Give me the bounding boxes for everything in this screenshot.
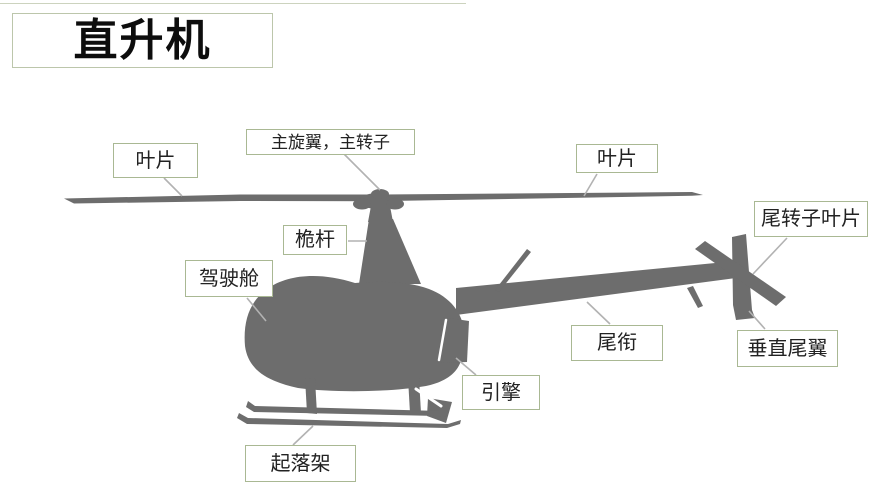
leader-tail-rotor-blades (752, 237, 788, 275)
engine-body-slit (437, 318, 448, 362)
callout-blade-right: 叶片 (576, 144, 658, 173)
leader-landing-gear (292, 425, 314, 446)
skid-strut-front (305, 378, 317, 414)
callout-tail-boom: 尾衔 (571, 325, 663, 361)
fairing-body-slit (414, 387, 443, 408)
callout-blade-left-text: 叶片 (135, 149, 176, 172)
tail-boom-shape (456, 261, 736, 315)
callout-engine: 引擎 (462, 375, 540, 410)
rotor-hub-right-grip (386, 198, 404, 210)
page-title: 直升机 (73, 15, 212, 65)
callout-tail-rotor-blades-text: 尾转子叶片 (761, 208, 861, 230)
callout-landing-gear: 起落架 (245, 445, 356, 482)
slide-edge-line (0, 3, 466, 4)
antenna (495, 249, 531, 292)
tail-rotor-blade-shape (695, 241, 786, 306)
callout-blade-right-text: 叶片 (597, 147, 637, 170)
callout-blade-left: 叶片 (113, 143, 198, 178)
leader-blade-right (583, 173, 598, 197)
callout-vertical-fin: 垂直尾翼 (737, 330, 838, 367)
callout-tail-boom-text: 尾衔 (597, 332, 637, 354)
leader-blade-left (163, 177, 183, 197)
skid-upper (246, 401, 448, 417)
leader-vertical-fin (748, 310, 766, 330)
callout-vertical-fin-text: 垂直尾翼 (747, 337, 828, 360)
callout-main-rotor-text: 主旋翼，主转子 (271, 132, 390, 152)
callout-cockpit: 驾驶舱 (185, 260, 273, 297)
rear-fairing (427, 398, 452, 423)
skid-strut-rear (408, 378, 421, 413)
callout-mast-text: 桅杆 (295, 229, 335, 251)
rotor-hub-top-nub (371, 189, 389, 199)
mast-shape (359, 219, 421, 284)
skid-lower (237, 413, 461, 428)
leader-main-rotor (343, 153, 381, 191)
callout-cockpit-text: 驾驶舱 (199, 267, 259, 290)
callout-mast: 桅杆 (283, 225, 347, 255)
leader-cockpit (246, 297, 267, 322)
rotor-shaft (368, 206, 393, 222)
callout-landing-gear-text: 起落架 (270, 452, 331, 475)
leader-tail-boom (586, 301, 611, 325)
cockpit-shape (244, 276, 464, 392)
callout-main-rotor: 主旋翼，主转子 (246, 129, 415, 155)
rotor-hub-left-grip (353, 198, 371, 210)
title-box: 直升机 (12, 13, 273, 68)
leader-engine (455, 357, 477, 376)
tail-skid (687, 286, 703, 308)
callout-engine-text: 引擎 (481, 381, 521, 404)
callout-tail-rotor-blades: 尾转子叶片 (754, 201, 868, 237)
